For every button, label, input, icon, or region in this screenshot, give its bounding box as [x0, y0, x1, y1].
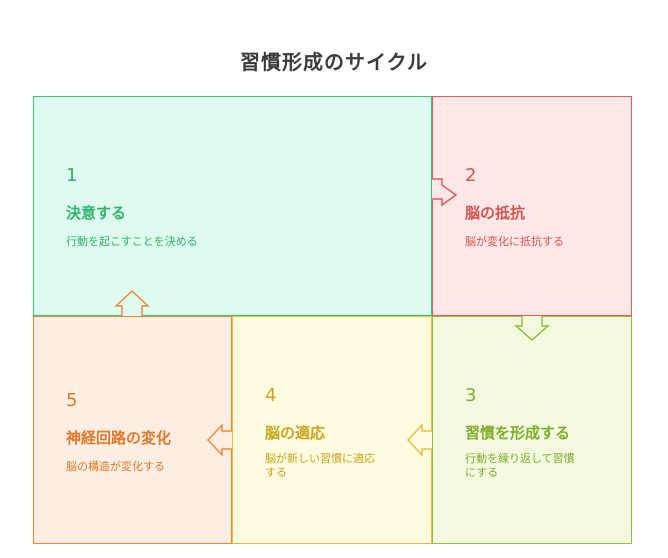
- step-5-box: [33, 316, 232, 544]
- step-2-description: 脳が変化に抵抗する: [465, 235, 564, 248]
- step-3-heading: 習慣を形成する: [465, 424, 571, 442]
- step-1-description: 行動を起こすことを決める: [66, 235, 198, 248]
- step-3-box: [432, 316, 632, 544]
- diagram-title: 習慣形成のサイクル: [240, 50, 428, 74]
- step-4-description-line-1: 脳が新しい習慣に適応: [265, 452, 375, 465]
- step-4-number: 4: [265, 385, 277, 406]
- step-1-heading: 決意する: [66, 204, 127, 222]
- step-3-description: 行動を繰り返して習慣 にする: [465, 452, 575, 480]
- step-2-heading: 脳の抵抗: [465, 204, 526, 222]
- step-2-box: [432, 96, 632, 316]
- step-3-description-line-2: にする: [465, 466, 499, 479]
- step-1-box: [33, 96, 432, 316]
- step-4-box: [232, 316, 432, 544]
- step-2-number: 2: [465, 165, 477, 186]
- step-4-description-line-2: する: [265, 466, 287, 479]
- step-5-number: 5: [66, 390, 78, 411]
- step-4-heading: 脳の適応: [265, 424, 326, 442]
- step-1-number: 1: [66, 165, 78, 186]
- step-5-description: 脳の構造が変化する: [66, 460, 165, 473]
- step-3-number: 3: [465, 385, 477, 406]
- step-3-description-line-1: 行動を繰り返して習慣: [465, 452, 575, 465]
- step-4-description: 脳が新しい習慣に適応 する: [265, 452, 375, 480]
- step-5-heading: 神経回路の変化: [66, 429, 172, 447]
